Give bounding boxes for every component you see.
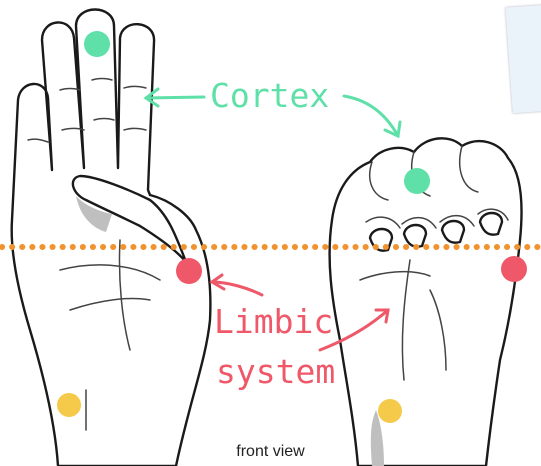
cortex-dot-fist (404, 168, 430, 194)
open-hand (12, 10, 211, 466)
limbic-arrow-left (212, 275, 262, 295)
cortex-dot-open-hand (84, 31, 110, 57)
brainstem-dot-fist (378, 399, 402, 423)
limbic-dot-open-hand (176, 258, 202, 284)
cortex-arrow-left (146, 89, 204, 106)
limbic-label-line1: Limbic (214, 302, 333, 341)
limbic-dot-fist (501, 256, 527, 282)
cortex-arrow-right (344, 96, 400, 136)
cropped-note-card (505, 5, 541, 114)
caption: front view (0, 443, 541, 461)
brainstem-dot-open-hand (57, 393, 81, 417)
limbic-label-line2: system (216, 352, 335, 391)
cortex-label: Cortex (210, 76, 329, 115)
